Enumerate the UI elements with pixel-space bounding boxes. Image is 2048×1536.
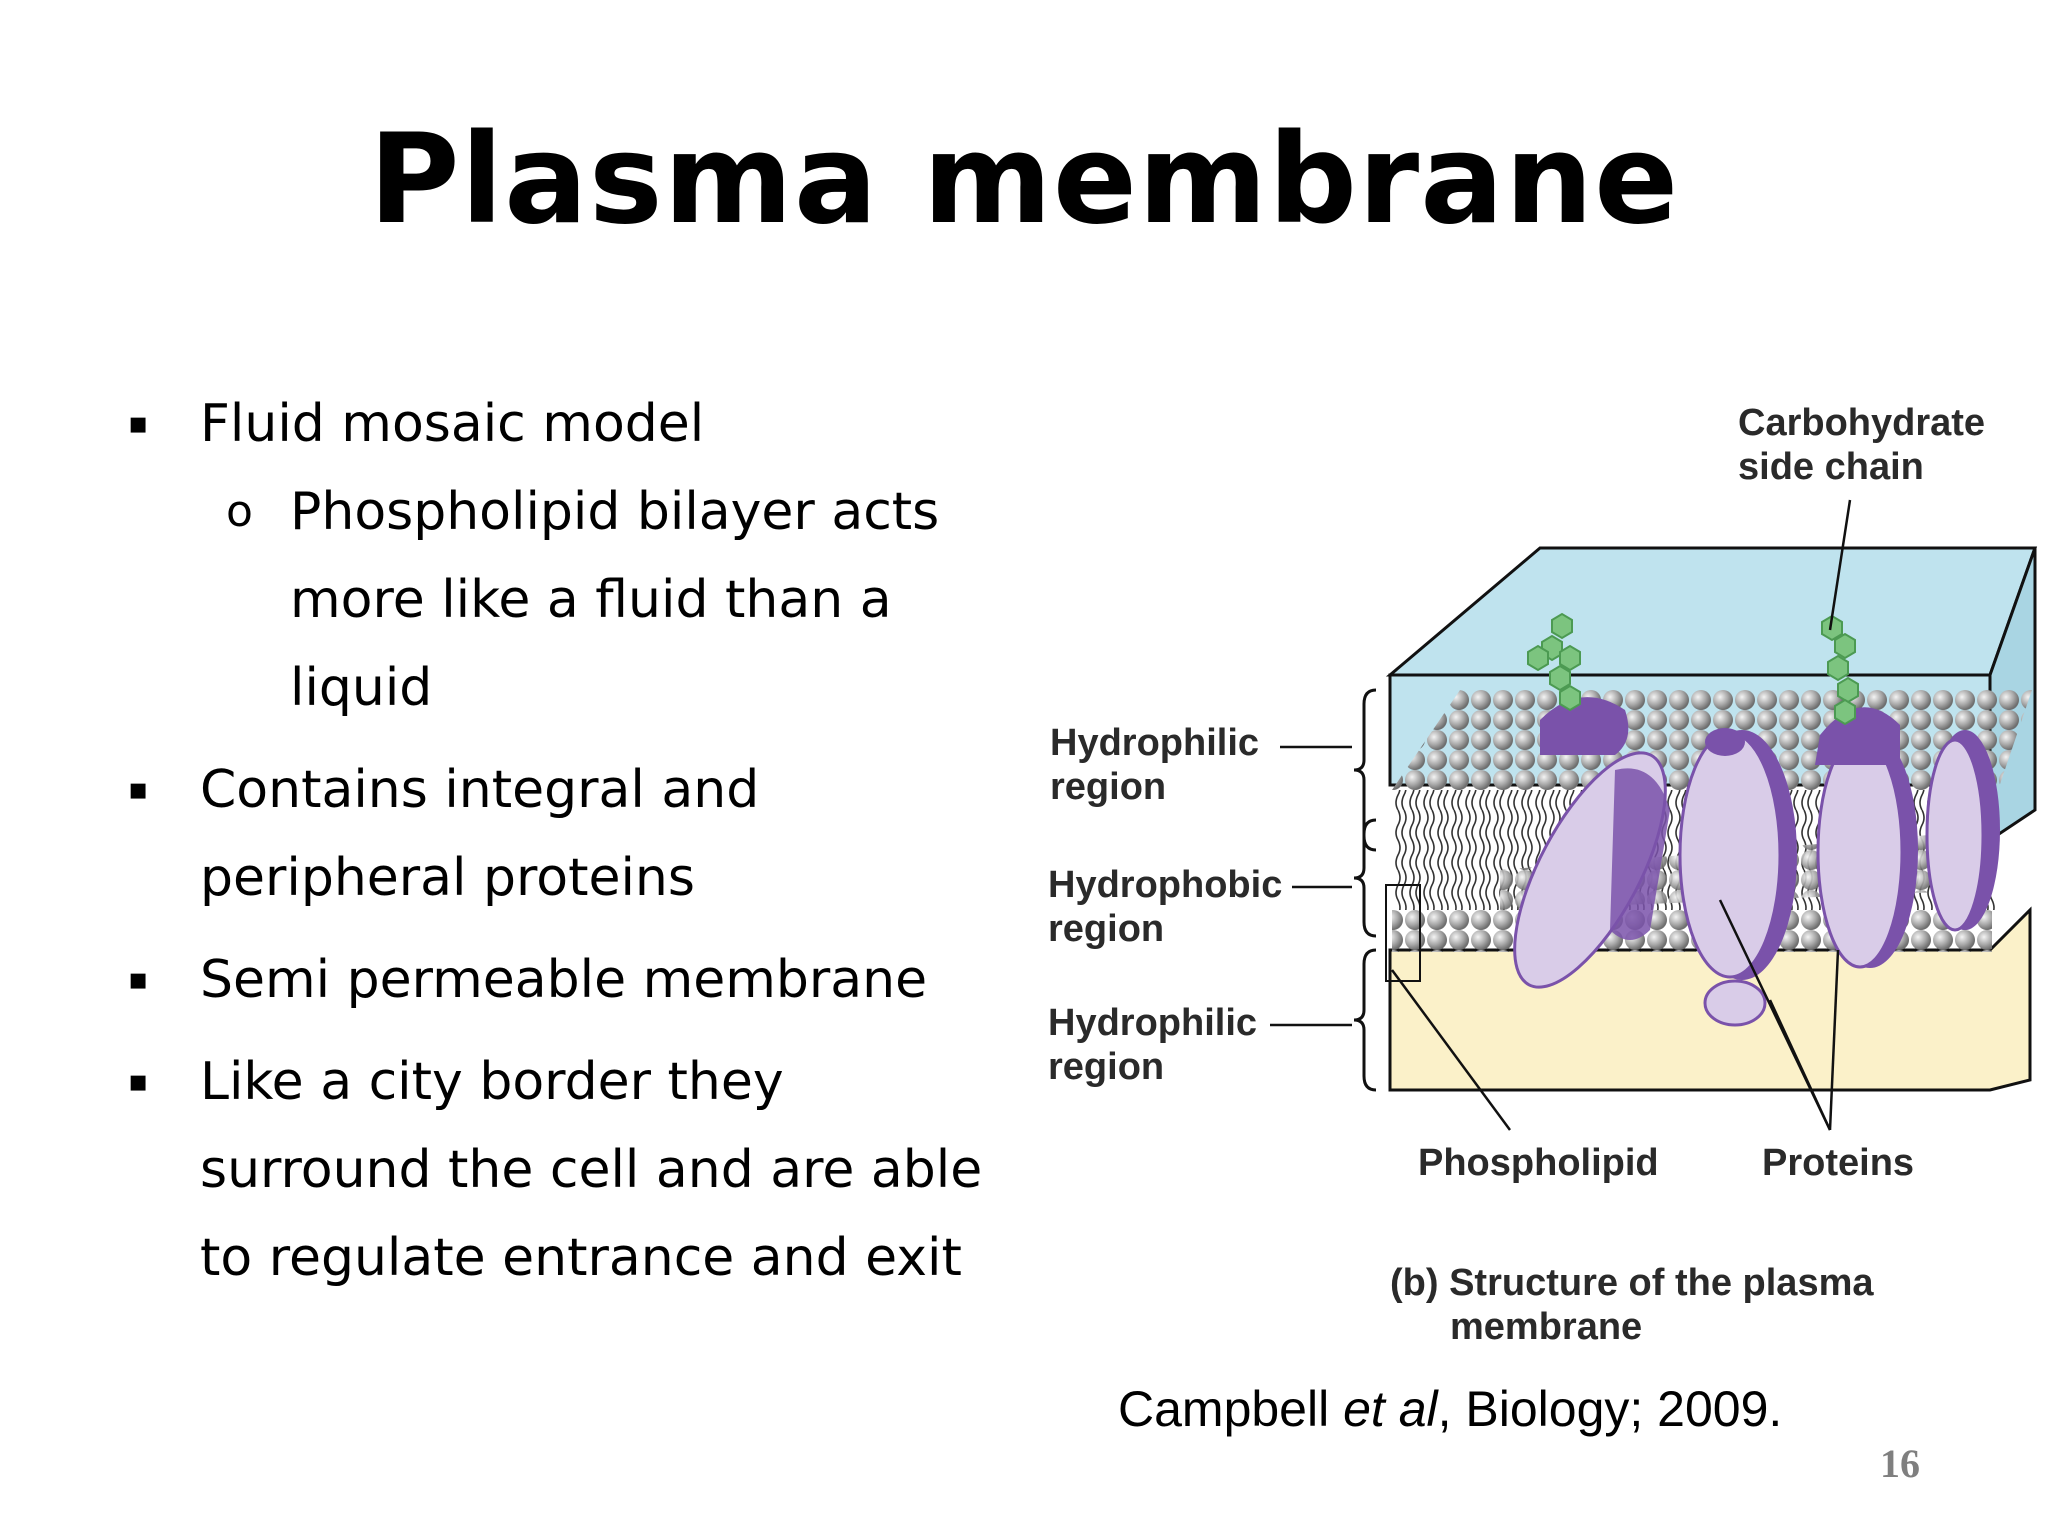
bullet-line: Contains integral and xyxy=(200,760,760,820)
circle-bullet-icon: o xyxy=(226,486,253,537)
label-proteins: Proteins xyxy=(1762,1142,1914,1184)
square-bullet-icon: ▪ xyxy=(128,1064,149,1099)
leader-lines xyxy=(1270,499,1852,1131)
membrane-diagram: Carbohydrate side chain Hydrophilic regi… xyxy=(1048,402,2038,1348)
label-hydrophilic-top-region: region xyxy=(1050,766,1166,808)
bullet-item: ▪ Like a city border they surround the c… xyxy=(120,1038,1020,1302)
extracellular-region xyxy=(1385,546,2038,677)
citation-rest: , Biology; 2009. xyxy=(1437,1381,1783,1437)
phospholipid-highlight-box xyxy=(1385,884,1421,982)
label-hydrophobic-region: region xyxy=(1048,908,1164,950)
slide-title: Plasma membrane xyxy=(368,108,1680,252)
bullet-line: Phospholipid bilayer acts xyxy=(290,482,940,542)
label-hydrophilic-top: Hydrophilic xyxy=(1050,722,1259,764)
bullet-line: peripheral proteins xyxy=(200,848,695,908)
page-number: 16 xyxy=(1880,1441,1920,1486)
bullet-list: ▪ Fluid mosaic model o Phospholipid bila… xyxy=(120,380,1020,1302)
bullet-text: Semi permeable membrane xyxy=(200,950,928,1010)
carbohydrate-chains xyxy=(1527,612,1859,726)
diagram-caption-line1: (b) Structure of the plasma xyxy=(1390,1262,1874,1304)
bullet-line: surround the cell and are able xyxy=(200,1140,983,1200)
label-hydrophobic: Hydrophobic xyxy=(1048,864,1282,906)
membrane-proteins xyxy=(1513,697,2000,1027)
citation-author: Campbell xyxy=(1118,1381,1344,1437)
bullet-item: ▪ Semi permeable membrane xyxy=(120,936,1020,1024)
bullet-text: Fluid mosaic model xyxy=(200,394,705,454)
region-braces xyxy=(1353,688,1377,1092)
bullet-line: to regulate entrance and exit xyxy=(200,1228,962,1288)
label-hydrophilic-bottom-region: region xyxy=(1048,1046,1164,1088)
sub-bullet-item: o Phospholipid bilayer acts more like a … xyxy=(120,468,1020,732)
label-hydrophilic-bottom: Hydrophilic xyxy=(1048,1002,1257,1044)
citation: Campbell et al, Biology; 2009. xyxy=(1118,1380,1782,1438)
citation-etal: et al xyxy=(1343,1381,1438,1437)
bullet-line: liquid xyxy=(290,658,433,718)
label-carbohydrate: Carbohydrate xyxy=(1738,402,1985,444)
label-phospholipid: Phospholipid xyxy=(1418,1142,1659,1184)
diagram-caption-line2: membrane xyxy=(1450,1306,1642,1348)
bullet-item: ▪ Contains integral and peripheral prote… xyxy=(120,746,1020,922)
bullet-line: Like a city border they xyxy=(200,1052,784,1112)
label-side-chain: side chain xyxy=(1738,446,1924,488)
square-bullet-icon: ▪ xyxy=(128,406,149,441)
square-bullet-icon: ▪ xyxy=(128,772,149,807)
square-bullet-icon: ▪ xyxy=(128,962,149,997)
bullet-item: ▪ Fluid mosaic model xyxy=(120,380,1020,468)
bullet-line: more like a fluid than a xyxy=(290,570,892,630)
